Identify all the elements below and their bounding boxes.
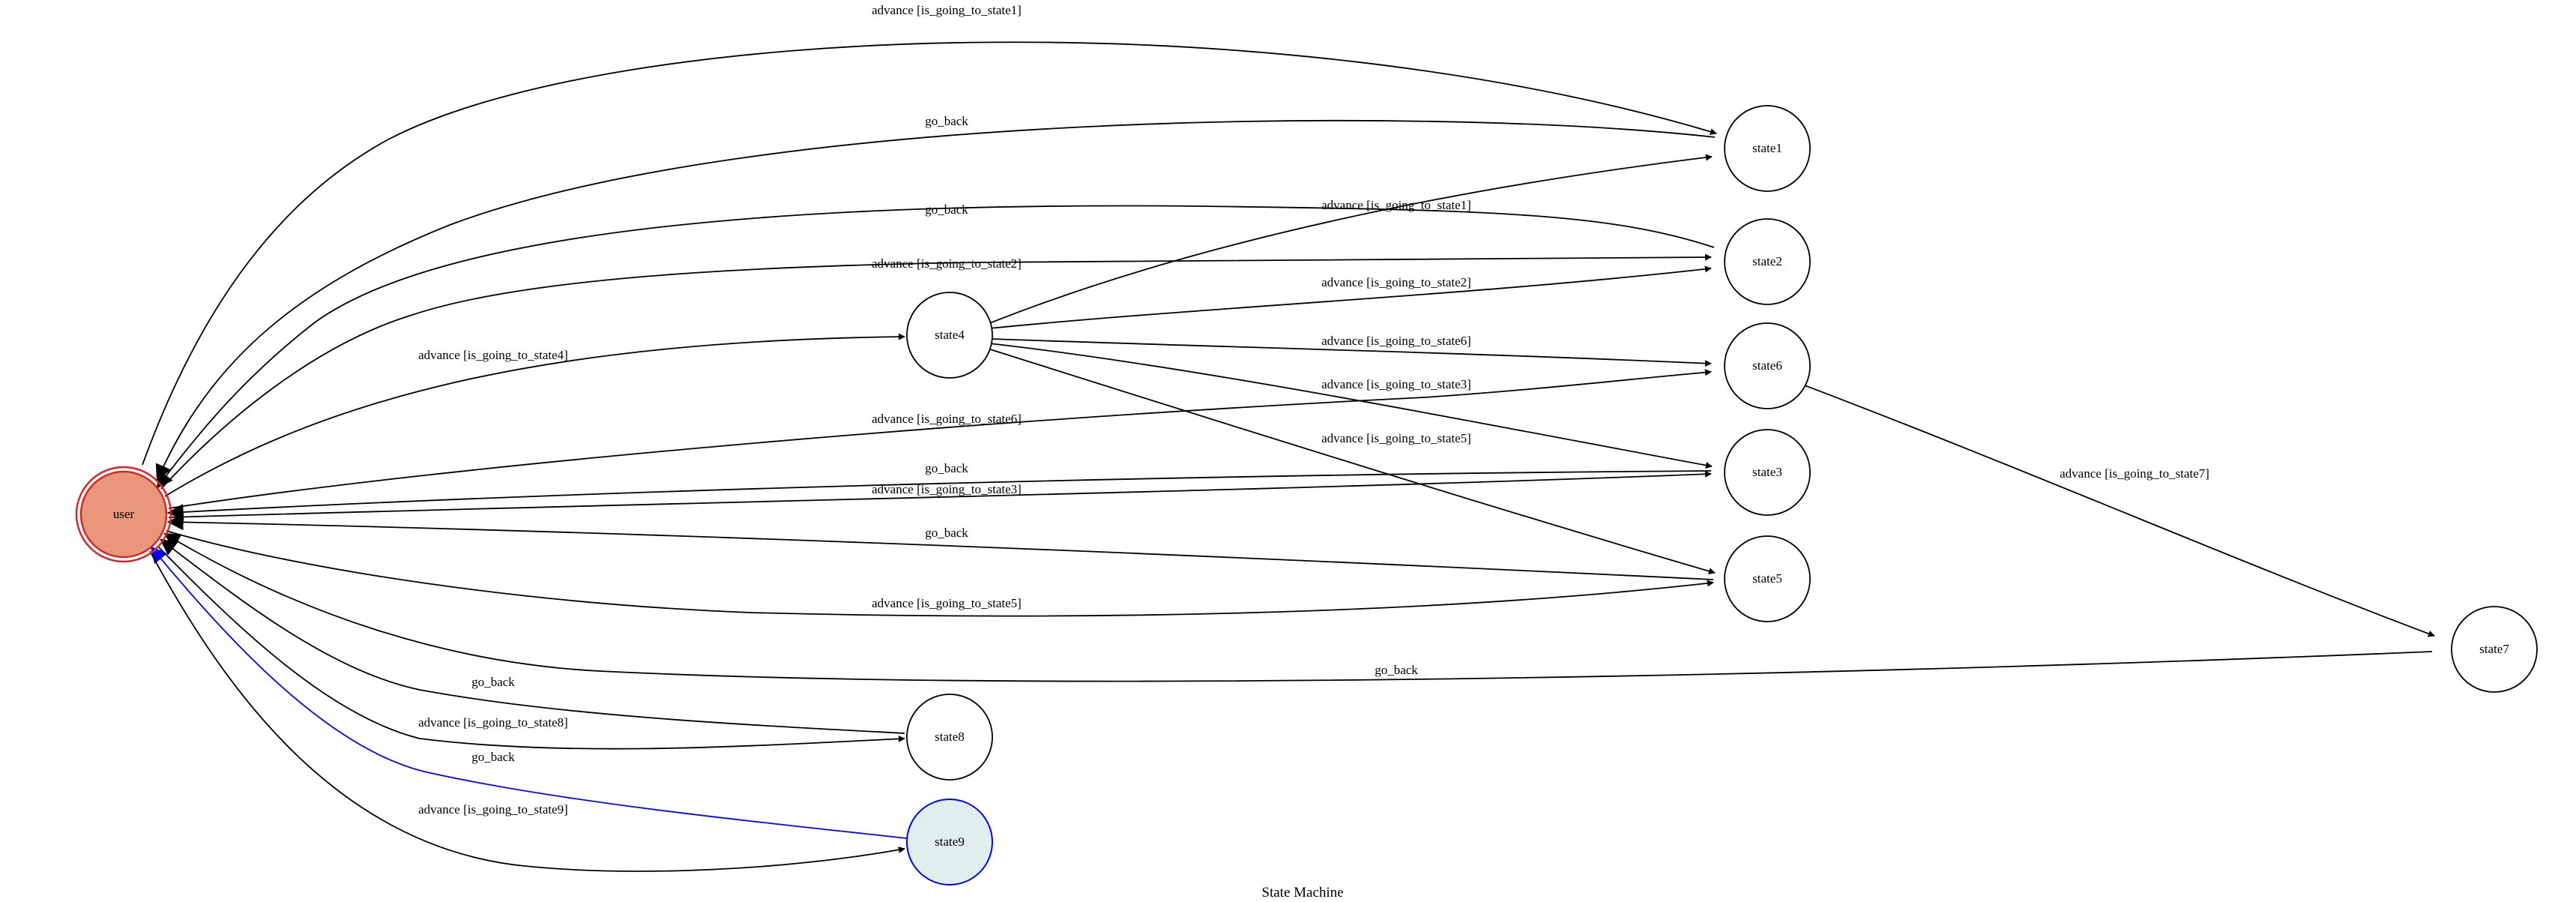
node-state9[interactable]: state9	[906, 799, 993, 886]
node-state3[interactable]: state3	[1724, 429, 1811, 516]
edge-label-state6-state7: advance [is_going_to_state7]	[2060, 466, 2209, 481]
edge-label-user-state5: advance [is_going_to_state5]	[872, 596, 1022, 610]
node-state5[interactable]: state5	[1724, 535, 1811, 622]
node-state6[interactable]: state6	[1724, 322, 1811, 409]
edge-state1-user: go_back	[155, 114, 1716, 482]
node-label-state1: state1	[1752, 141, 1782, 155]
edge-state4-state2: advance [is_going_to_state2]	[989, 265, 1712, 329]
edge-state8-user: go_back	[160, 538, 905, 734]
edge-label-state2-user: go_back	[925, 202, 968, 217]
edge-state3-user: go_back	[166, 461, 1712, 520]
node-label-state9: state9	[935, 835, 965, 849]
edge-state7-user: go_back	[163, 532, 2433, 682]
diagram-caption: State Machine	[1261, 885, 1343, 901]
edge-user-state3: advance [is_going_to_state3]	[168, 470, 1712, 518]
edge-state6-state7: advance [is_going_to_state7]	[1804, 385, 2435, 637]
edge-label-user-state9: advance [is_going_to_state9]	[418, 802, 568, 817]
edge-label-state3-user: go_back	[925, 461, 968, 475]
edge-label-user-state1: advance [is_going_to_state1]	[872, 3, 1022, 17]
edge-state4-state6: advance [is_going_to_state6]	[990, 334, 1712, 367]
edge-state4-state1: advance [is_going_to_state1]	[987, 154, 1713, 325]
node-user[interactable]: user	[75, 466, 172, 563]
edge-state4-state5: advance [is_going_to_state5]	[985, 347, 1716, 575]
edge-label-user-state2: advance [is_going_to_state2]	[872, 256, 1022, 271]
node-state7[interactable]: state7	[2451, 606, 2538, 693]
node-label-state4: state4	[935, 328, 965, 342]
edge-label-state4-state1: advance [is_going_to_state1]	[1321, 198, 1471, 212]
edge-state5-user: go_back	[166, 514, 1714, 580]
node-label-state3: state3	[1752, 465, 1782, 479]
node-state1[interactable]: state1	[1724, 105, 1811, 192]
node-state8[interactable]: state8	[906, 694, 993, 781]
node-label-user: user	[113, 507, 135, 521]
edge-label-state4-state3: advance [is_going_to_state3]	[1321, 377, 1471, 391]
edge-user-state1: advance [is_going_to_state1]	[142, 3, 1717, 466]
edge-label-state8-user: go_back	[471, 675, 515, 689]
edge-user-state6: advance [is_going_to_state6]	[168, 369, 1712, 509]
nodes-layer: user state1 state2 state6 state3 state5 …	[75, 105, 2538, 886]
edge-label-state9-user: go_back	[471, 750, 515, 764]
node-label-state2: state2	[1752, 254, 1782, 268]
edge-user-state9: advance [is_going_to_state9]	[149, 550, 905, 872]
edge-label-state4-state5: advance [is_going_to_state5]	[1321, 431, 1471, 445]
node-state2[interactable]: state2	[1724, 218, 1811, 305]
edge-state4-state3: advance [is_going_to_state3]	[989, 343, 1713, 469]
node-label-state7: state7	[2479, 642, 2509, 656]
node-state4[interactable]: state4	[906, 292, 993, 379]
node-label-state8: state8	[935, 730, 965, 744]
edge-label-state4-state6: advance [is_going_to_state6]	[1321, 334, 1471, 348]
edge-label-user-state8: advance [is_going_to_state8]	[418, 715, 568, 730]
node-label-state6: state6	[1752, 358, 1782, 373]
edge-label-state1-user: go_back	[925, 114, 968, 128]
edge-label-state7-user: go_back	[1375, 663, 1418, 677]
edge-label-user-state3: advance [is_going_to_state3]	[872, 482, 1022, 496]
edges-layer: advance [is_going_to_state1] go_back go_…	[142, 3, 2435, 872]
edge-label-state4-state2: advance [is_going_to_state2]	[1321, 275, 1471, 289]
edge-label-state5-user: go_back	[925, 526, 968, 540]
node-label-state5: state5	[1752, 571, 1782, 586]
edge-state2-user: go_back	[156, 202, 1715, 489]
edge-user-state4: advance [is_going_to_state4]	[164, 333, 905, 497]
edge-user-state5: advance [is_going_to_state5]	[166, 530, 1714, 617]
edge-label-user-state6: advance [is_going_to_state6]	[872, 412, 1022, 426]
edge-state9-user: go_back	[150, 546, 908, 839]
edge-label-user-state4: advance [is_going_to_state4]	[418, 348, 568, 362]
edge-user-state8: advance [is_going_to_state8]	[158, 547, 905, 750]
